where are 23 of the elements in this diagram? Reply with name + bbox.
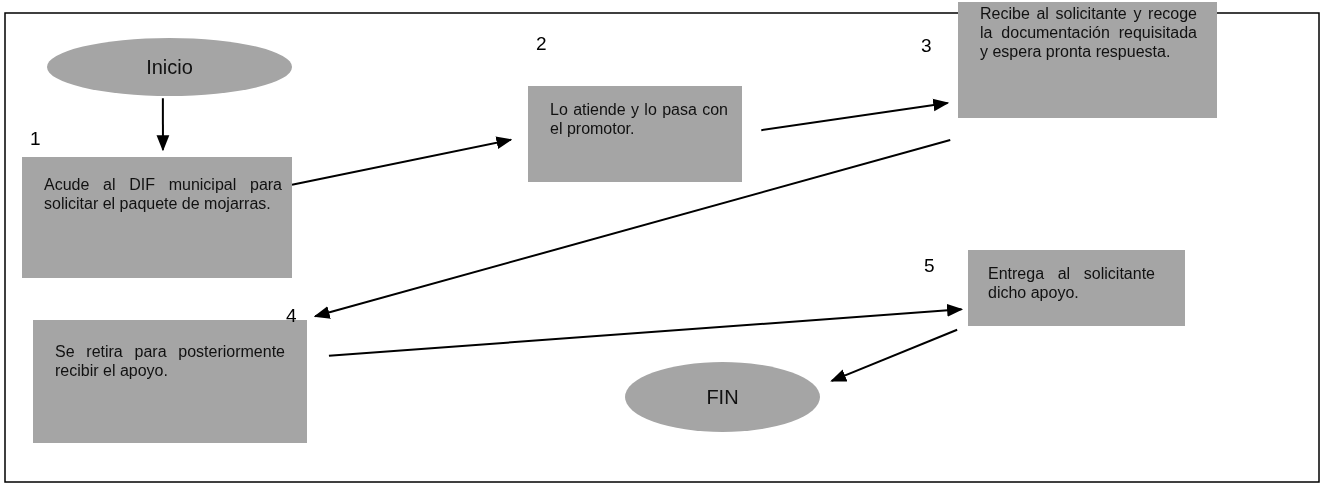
process-box: [22, 157, 292, 278]
step-text: Entrega al solicitante dicho apoyo.: [988, 264, 1155, 302]
process-box: [958, 2, 1217, 118]
step-number: 1: [30, 128, 41, 150]
arrow: [327, 303, 964, 357]
step-text: Lo atiende y lo pasa con el promotor.: [550, 100, 728, 138]
step-text: Inicio: [146, 57, 193, 77]
arrow: [291, 136, 513, 186]
process-box: [33, 320, 307, 443]
step-text: Acude al DIF municipal para solicitar el paquete de mojarras.: [44, 175, 282, 213]
process-box: [968, 250, 1185, 326]
arrow: [830, 328, 959, 382]
arrow: [313, 139, 952, 319]
step-number: 5: [924, 255, 935, 277]
arrow: [760, 98, 950, 132]
process-box: [528, 86, 742, 182]
step-text: Se retira para posteriormente recibir el apoyo.: [55, 342, 285, 380]
step-number: 4: [286, 305, 297, 327]
step-text: Recibe al solicitante y recoge la documentación requisitada y espera pronta respuesta.: [980, 4, 1197, 61]
step-number: 3: [921, 35, 932, 57]
step-number: 2: [536, 33, 547, 55]
step-text: FIN: [706, 387, 739, 407]
arrow: [156, 97, 170, 152]
